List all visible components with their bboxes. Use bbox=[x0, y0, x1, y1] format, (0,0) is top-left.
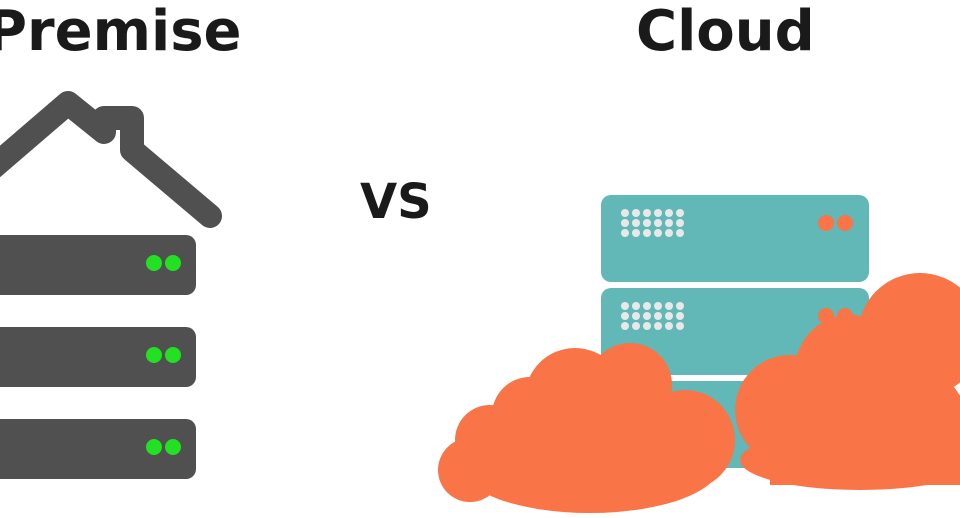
status-led bbox=[146, 255, 181, 271]
vent-grid bbox=[621, 302, 684, 330]
status-led bbox=[146, 439, 181, 455]
cloud-icon bbox=[438, 273, 960, 513]
status-led bbox=[818, 215, 853, 231]
server-rack-icon bbox=[601, 195, 869, 282]
cloud-title: Cloud bbox=[636, 0, 815, 64]
server-rack-icon bbox=[0, 419, 196, 479]
on-premise-title: Premise bbox=[0, 0, 242, 64]
server-rack-icon bbox=[0, 327, 196, 387]
on-premise-server-stack bbox=[0, 235, 196, 479]
status-led bbox=[146, 347, 181, 363]
house-roof-icon bbox=[0, 91, 222, 228]
vs-label: VS bbox=[360, 174, 432, 230]
vent-grid bbox=[621, 209, 684, 237]
server-rack-icon bbox=[0, 235, 196, 295]
